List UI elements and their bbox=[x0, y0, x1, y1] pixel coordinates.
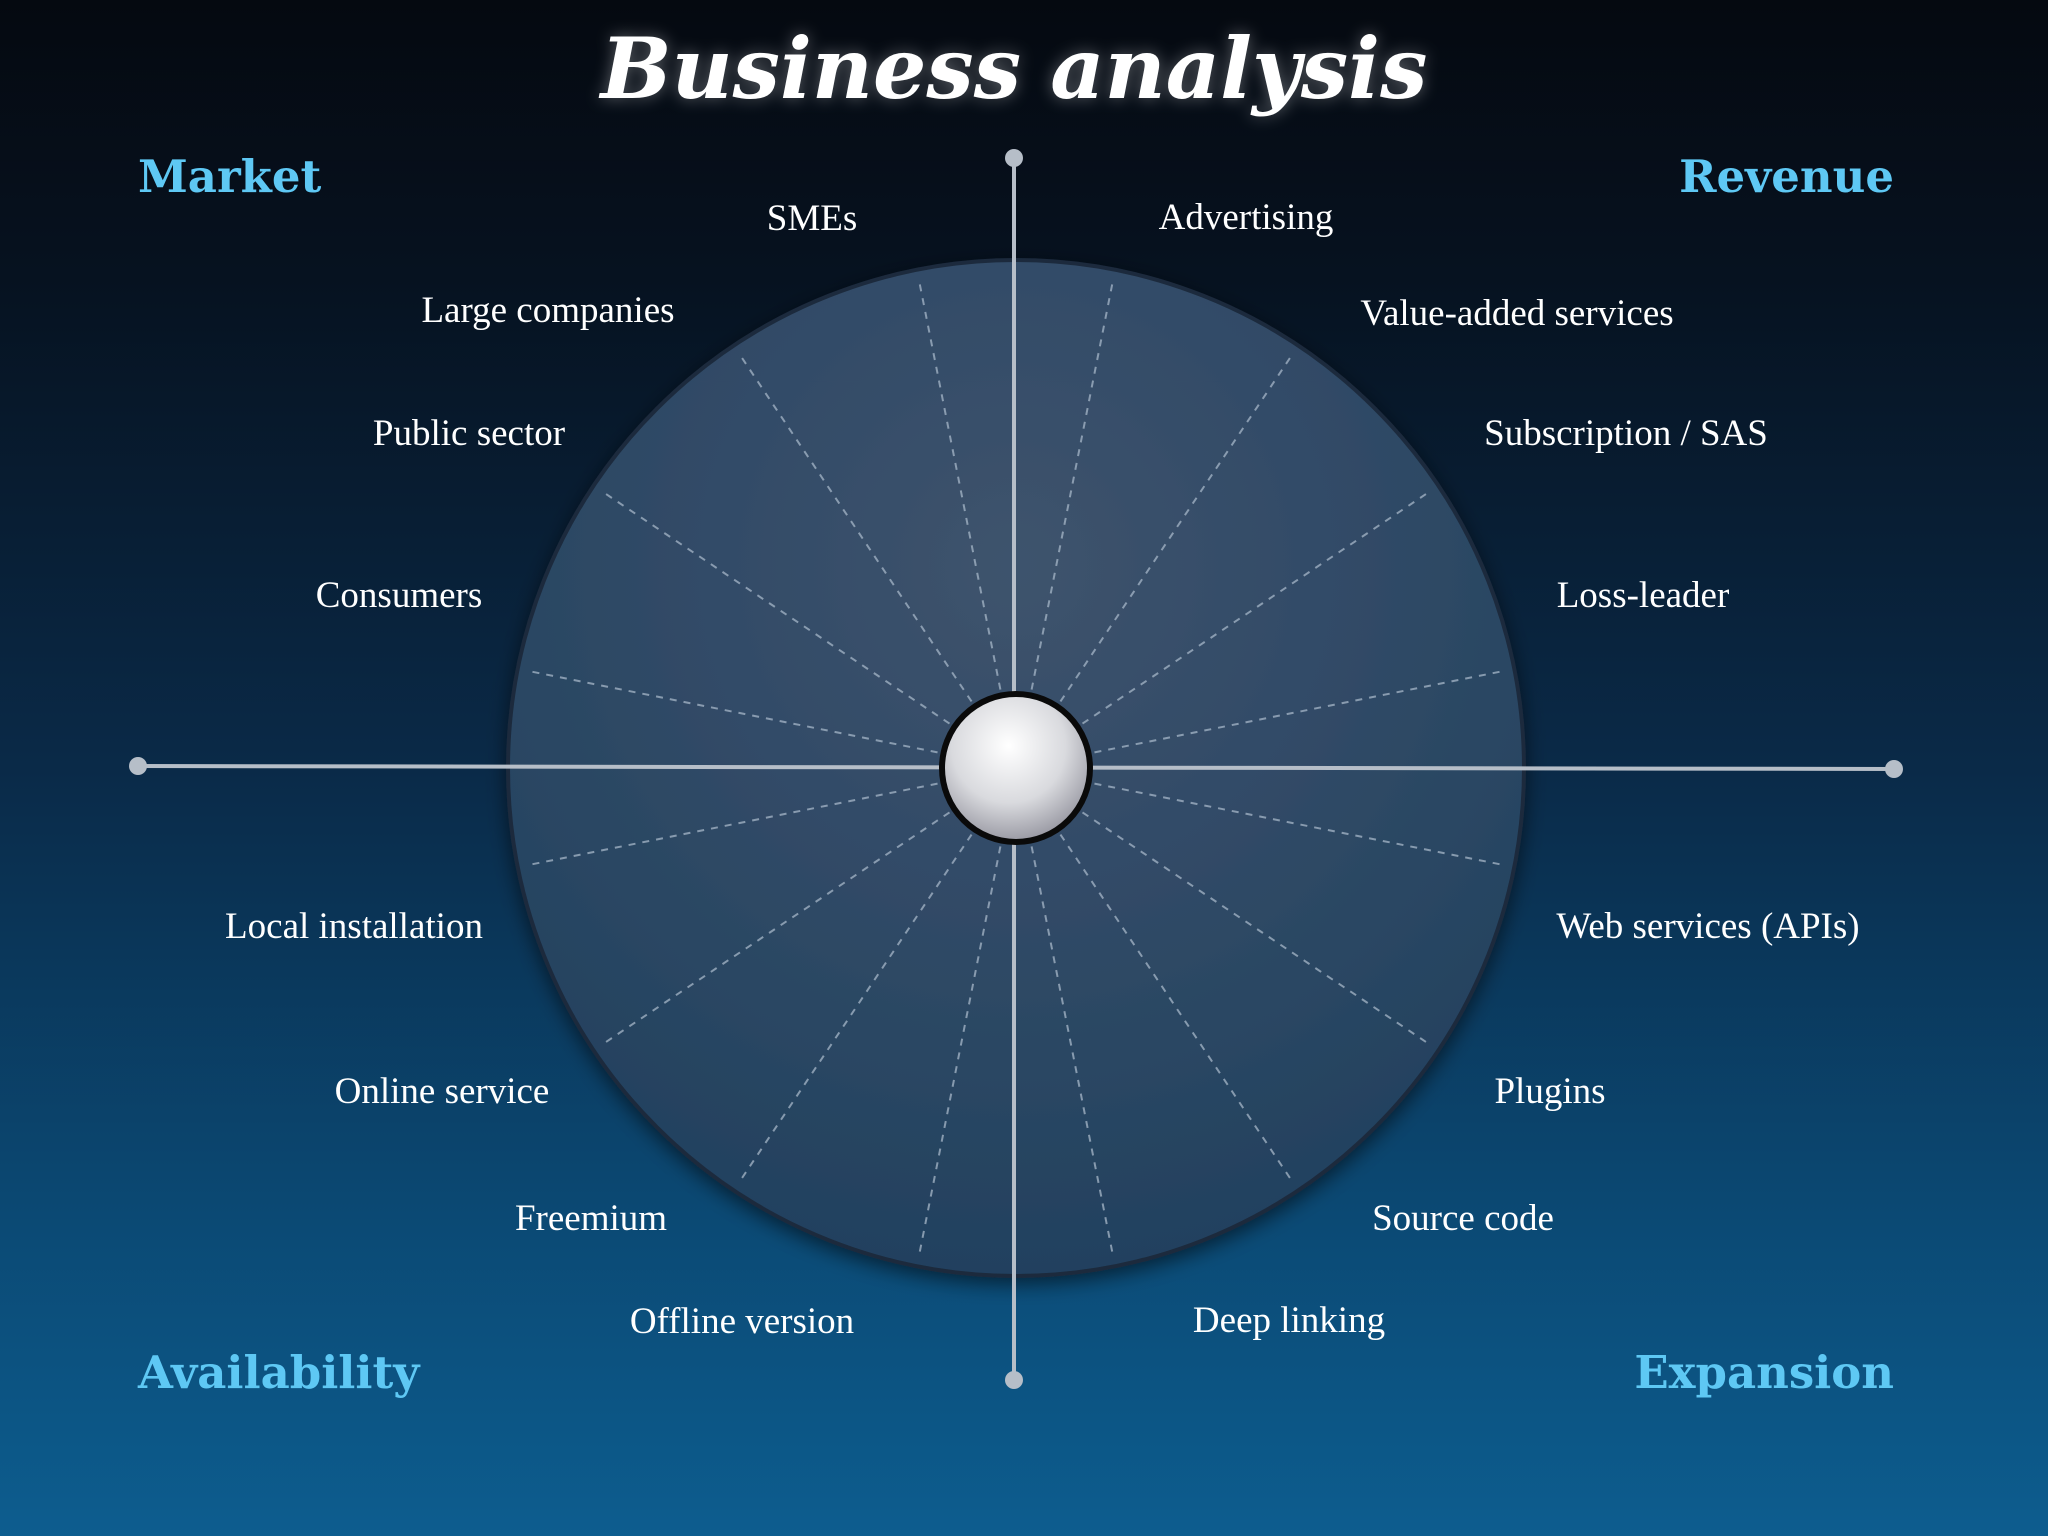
axis-end-right bbox=[1885, 760, 1903, 778]
market-item-large-companies: Large companies bbox=[421, 290, 674, 331]
availability-item-local-installation: Local installation bbox=[225, 906, 483, 947]
page-title: Business analysis bbox=[599, 19, 1428, 118]
expansion-item-source-code: Source code bbox=[1372, 1198, 1554, 1239]
center-hub bbox=[939, 691, 1093, 845]
market-item-smes: SMEs bbox=[767, 198, 857, 239]
revenue-item-value-added-services: Value-added services bbox=[1360, 293, 1673, 334]
revenue-item-advertising: Advertising bbox=[1159, 197, 1334, 238]
axis-end-bottom bbox=[1005, 1371, 1023, 1389]
page-title-glow: Business analysis bbox=[599, 19, 1428, 118]
availability-item-freemium: Freemium bbox=[515, 1198, 667, 1239]
expansion-item-plugins: Plugins bbox=[1494, 1071, 1605, 1112]
expansion-item-web-services: Web services (APIs) bbox=[1556, 906, 1859, 947]
availability-item-offline-version: Offline version bbox=[630, 1301, 854, 1342]
market-item-public-sector: Public sector bbox=[373, 413, 565, 454]
availability-item-online-service: Online service bbox=[335, 1071, 550, 1112]
expansion-item-deep-linking: Deep linking bbox=[1193, 1300, 1385, 1341]
revenue-item-loss-leader: Loss-leader bbox=[1557, 575, 1730, 616]
quadrant-expansion-heading: Expansion bbox=[1634, 1346, 1894, 1399]
quadrant-availability-heading: Availability bbox=[137, 1346, 421, 1399]
revenue-item-subscription: Subscription / SAS bbox=[1484, 413, 1768, 454]
axis-end-left bbox=[129, 757, 147, 775]
market-item-consumers: Consumers bbox=[316, 575, 483, 616]
quadrant-market-heading: Market bbox=[138, 150, 321, 203]
quadrant-revenue-heading: Revenue bbox=[1679, 150, 1894, 203]
axis-end-top bbox=[1005, 149, 1023, 167]
